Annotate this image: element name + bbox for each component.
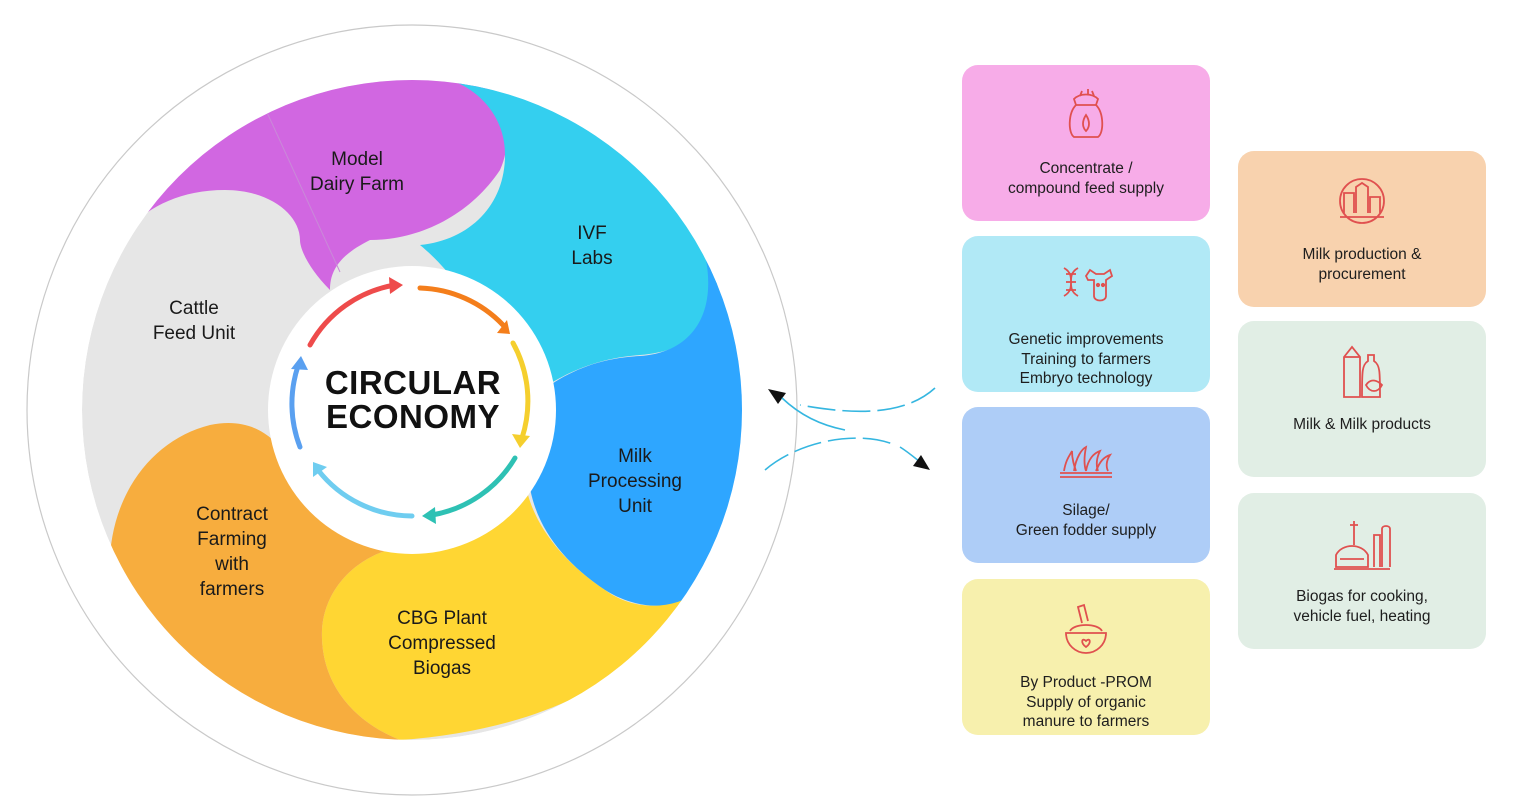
- label-ivf-labs: IVF Labs: [571, 223, 613, 269]
- grass-icon: [1060, 445, 1113, 478]
- segment-milk-processing-unit: [528, 210, 742, 606]
- card-feed-supply: Concentrate / compound feed supply: [962, 65, 1210, 221]
- card-manure-text: By Product -PROM Supply of organic manur…: [1020, 674, 1152, 730]
- center-circle: [268, 266, 556, 554]
- connector-arrowhead-left: [768, 389, 786, 404]
- card-genetics-text: Genetic improvements Training to farmers…: [1008, 331, 1164, 387]
- label-cattle-feed-unit: Cattle Feed Unit: [152, 298, 236, 344]
- segment-cbg-plant: [321, 480, 700, 740]
- card-silage-text: Silage/ Green fodder supply: [1015, 502, 1157, 539]
- label-cbg-plant: CBG Plant Compressed Biogas: [388, 608, 496, 679]
- connector-bottom: [764, 437, 896, 471]
- connector-tail-right: [899, 446, 921, 463]
- card-milk-production-text: Milk production & procurement: [1302, 246, 1422, 283]
- connector-top: [799, 387, 936, 413]
- card-milk-products-text: Milk & Milk products: [1293, 416, 1431, 433]
- cycle-arrows: [289, 277, 531, 524]
- cycle-arrowhead-orange: [497, 320, 510, 334]
- connector-tail-left: [781, 397, 846, 431]
- dairy-plant-icon: [1339, 178, 1385, 224]
- feed-sack-icon: [1068, 89, 1104, 138]
- cycle-arrow-red: [307, 282, 398, 348]
- card-genetics: Genetic improvements Training to farmers…: [962, 236, 1210, 392]
- card-manure: By Product -PROM Supply of organic manur…: [962, 579, 1210, 735]
- cycle-arrowhead-red: [389, 277, 403, 294]
- label-milk-processing-unit: Milk Processing Unit: [588, 446, 682, 517]
- cycle-arrow-blue: [289, 363, 303, 450]
- card-milk-production: Milk production & procurement: [1238, 151, 1486, 307]
- connector-curves: [764, 387, 936, 471]
- card-biogas-text: Biogas for cooking, vehicle fuel, heatin…: [1293, 588, 1431, 625]
- label-model-dairy-farm: Model Dairy Farm: [310, 149, 404, 195]
- milk-carton-icon: [1343, 345, 1384, 398]
- cycle-arrowhead-lightblue: [313, 462, 327, 477]
- dna-cow-icon: [1063, 267, 1114, 302]
- card-milk-products: Milk & Milk products: [1238, 321, 1486, 477]
- card-biogas: Biogas for cooking, vehicle fuel, heatin…: [1238, 493, 1486, 649]
- connector-arrowhead-right: [913, 455, 930, 470]
- manure-bowl-icon: [1065, 603, 1107, 654]
- card-silage: Silage/ Green fodder supply: [962, 407, 1210, 563]
- card-feed-supply-text: Concentrate / compound feed supply: [1008, 160, 1164, 197]
- label-contract-farming: Contract Farming with farmers: [196, 504, 268, 600]
- cycle-arrow-teal: [429, 455, 518, 518]
- center-title: CIRCULAR ECONOMY: [324, 364, 502, 435]
- cycle-arrow-lightblue: [315, 467, 415, 519]
- cycle-arrowhead-yellow: [512, 434, 530, 448]
- cycle-arrow-orange: [417, 285, 506, 328]
- cycle-arrow-yellow: [510, 340, 531, 441]
- cycle-arrowhead-teal: [422, 507, 436, 524]
- cycle-arrowhead-blue: [291, 356, 308, 370]
- biogas-plant-icon: [1334, 521, 1391, 570]
